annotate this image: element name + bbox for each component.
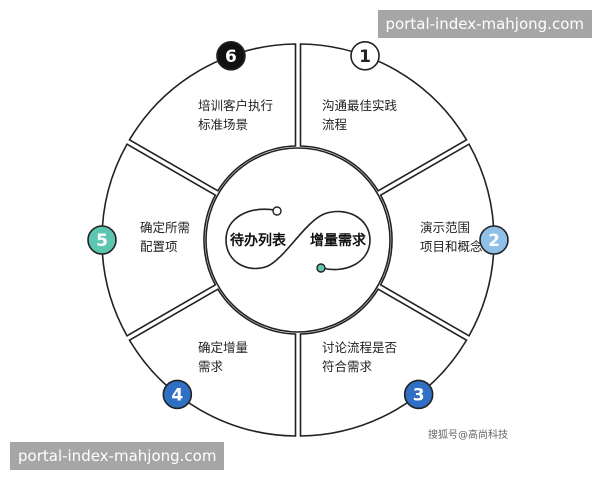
segments xyxy=(101,43,495,437)
step-4-badge: 4 xyxy=(162,379,193,410)
step-6-badge-number: 6 xyxy=(225,47,237,67)
step-1-badge: 1 xyxy=(350,41,380,71)
step-1-label-line2: 流程 xyxy=(322,117,348,132)
center-left-label: 待办列表 xyxy=(230,232,287,249)
watermark-top: portal-index-mahjong.com xyxy=(377,10,592,38)
step-2-label-line1: 演示范围 xyxy=(420,220,470,235)
segment-4 xyxy=(128,288,297,437)
step-4-label-line1: 确定增量 xyxy=(198,340,248,355)
step-5-label-line2: 配置项 xyxy=(140,239,178,254)
segment-3 xyxy=(299,288,468,437)
step-1-badge-number: 1 xyxy=(359,47,371,67)
infinity-loop xyxy=(225,208,371,271)
center-hub: 待办列表 增量需求 xyxy=(205,147,391,333)
source-tag: 搜狐号@高尚科技 xyxy=(428,430,508,441)
step-2-label-line2: 项目和概念 xyxy=(420,239,483,254)
step-6-badge: 6 xyxy=(216,41,246,71)
step-5-label-line1: 确定所需 xyxy=(140,220,190,235)
step-4-badge-circle xyxy=(162,379,193,410)
step-1-label-line1: 沟通最佳实践 xyxy=(322,98,398,113)
loop-end-dot xyxy=(316,263,326,273)
segment-5 xyxy=(101,143,217,337)
loop-start-dot xyxy=(272,206,282,216)
step-3-badge-circle xyxy=(403,379,434,410)
segment-6 xyxy=(128,43,297,192)
step-5-badge: 5 xyxy=(87,225,117,255)
step-6-label-line1: 培训客户执行 xyxy=(198,98,273,113)
step-3-badge: 3 xyxy=(403,379,434,410)
step-2-badge: 2 xyxy=(479,225,509,255)
step-3-label-line2: 符合需求 xyxy=(322,359,373,374)
step-2-badge-circle xyxy=(479,225,509,255)
step-4-label-line2: 需求 xyxy=(198,359,224,374)
segment-2 xyxy=(379,143,495,337)
watermark-bottom: portal-index-mahjong.com xyxy=(10,442,225,470)
center-right-label: 增量需求 xyxy=(310,232,367,249)
step-6-badge-circle xyxy=(216,41,246,71)
step-1-badge-circle xyxy=(350,41,380,71)
step-3-label-line1: 讨论流程是否 xyxy=(322,340,397,355)
step-2-badge-number: 2 xyxy=(488,231,500,251)
step-6-label-line2: 标准场景 xyxy=(198,117,248,132)
step-5-badge-circle xyxy=(87,225,117,255)
center-circle xyxy=(205,147,391,333)
step-badges: 1 2 3 4 5 6 xyxy=(87,41,509,410)
step-3-badge-number: 3 xyxy=(413,385,425,405)
step-5-badge-number: 5 xyxy=(96,231,108,251)
step-4-badge-number: 4 xyxy=(171,385,183,405)
